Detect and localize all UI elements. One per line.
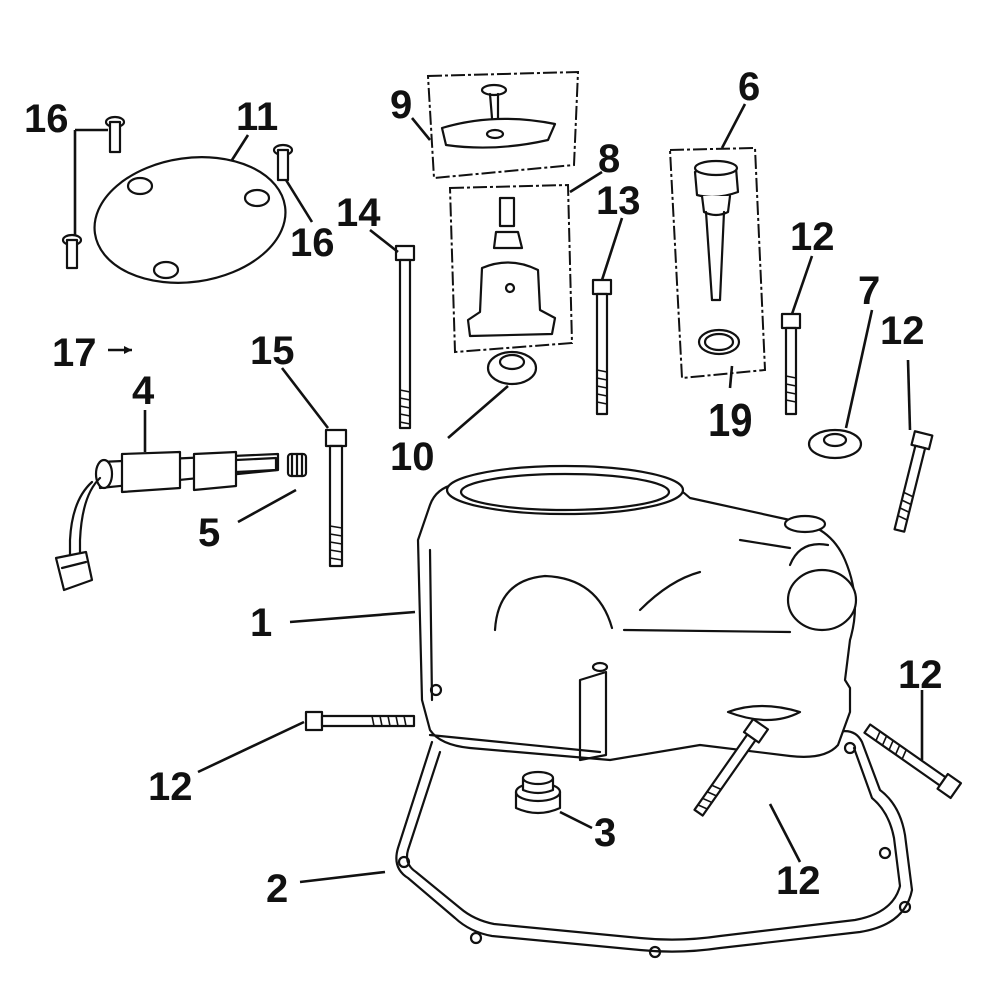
callout-1: 1: [250, 601, 272, 645]
plate-group: [426, 70, 580, 180]
callout-16-a: 16: [24, 97, 69, 141]
callout-12-a: 12: [790, 215, 835, 259]
callout-9: 9: [390, 83, 412, 127]
callout-12-d: 12: [776, 859, 821, 903]
oil-seal: [486, 350, 538, 386]
callout-17: 17: [52, 331, 97, 375]
callout-12-b: 12: [880, 309, 925, 353]
bolt-16-c: [272, 143, 294, 182]
washer: [807, 428, 863, 460]
bracket-group: [448, 183, 574, 354]
bolt-12-lower-right: [863, 723, 963, 800]
callout-10: 10: [390, 435, 435, 479]
bolt-12-lower-middle: [693, 717, 770, 817]
callout-19: 19: [708, 395, 752, 446]
callout-8: 8: [598, 137, 620, 181]
callout-7: 7: [858, 269, 880, 313]
bolt-16-a: [104, 115, 126, 154]
callout-14: 14: [336, 191, 381, 235]
drain-plug: [514, 770, 562, 815]
gasket: [395, 730, 914, 959]
bolt-12-vertical: [780, 312, 802, 416]
callout-2: 2: [266, 867, 288, 911]
callout-12-c: 12: [148, 765, 193, 809]
shift-shaft: [54, 450, 280, 592]
callout-4: 4: [132, 369, 155, 413]
leader-lines: [73, 103, 924, 884]
callout-13: 13: [596, 179, 641, 223]
callout-3: 3: [594, 811, 616, 855]
callout-12-e: 12: [898, 653, 943, 697]
bolt-12-angled-upper: [893, 430, 934, 533]
callout-6: 6: [738, 65, 760, 109]
callout-5: 5: [198, 511, 220, 555]
callout-16-b: 16: [290, 221, 335, 265]
bolt-16-b: [61, 233, 83, 270]
crankcase-cover: [416, 464, 858, 762]
bolt-14: [394, 244, 416, 430]
bolt-13: [591, 278, 613, 416]
spring: [286, 452, 308, 478]
bolt-15: [324, 428, 348, 568]
callout-11: 11: [236, 95, 278, 139]
callout-15: 15: [250, 329, 295, 373]
dipstick-group: [668, 146, 767, 380]
bolt-12-left: [304, 710, 416, 732]
inspection-cover: [93, 156, 287, 284]
callout-labels: 1 2 3 4 5 6 7 8 9 10 11 12 12 12 12 12 1…: [24, 65, 943, 911]
